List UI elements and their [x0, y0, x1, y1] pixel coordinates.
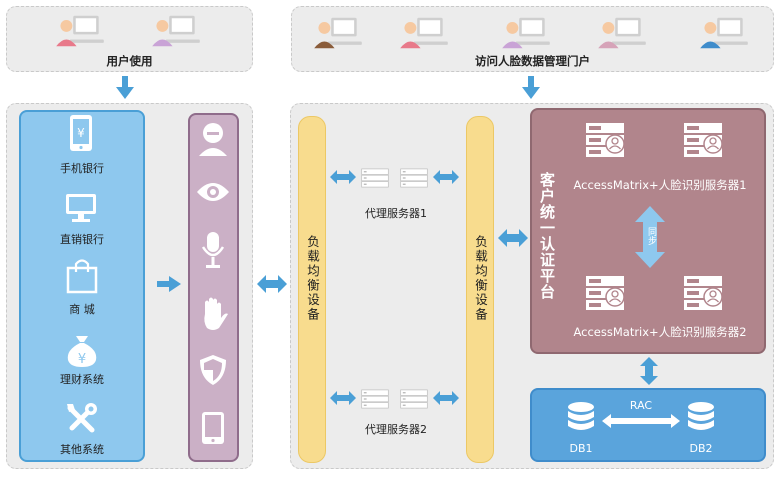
monitor-icon [66, 194, 96, 222]
proxy-server-label: 代理服务器2 [365, 423, 427, 436]
portal-access-label: 访问人脸数据管理门户 [475, 54, 590, 68]
load-balancer-left [298, 116, 326, 463]
database-icon [566, 401, 596, 433]
mobile-bank-icon: ¥ [70, 115, 92, 151]
bidirectional-arrow-icon [640, 357, 658, 385]
user-laptop-icon [698, 16, 750, 50]
face-icon [199, 123, 227, 156]
rac-label: RAC [629, 399, 653, 412]
db1-label: DB1 [569, 442, 593, 455]
rac-arrow-icon [602, 414, 680, 428]
bidirectional-arrow-icon [433, 170, 459, 184]
shield-icon [200, 355, 226, 385]
tablet-icon [202, 412, 224, 444]
user-laptop-icon [500, 16, 552, 50]
user-laptop-icon [596, 16, 648, 50]
face-server-icon [585, 122, 625, 158]
user-usage-label: 用户使用 [106, 54, 153, 68]
svg-text:¥: ¥ [78, 352, 86, 367]
biometric-box [188, 113, 239, 462]
money-bag-icon: ¥ [67, 336, 97, 367]
down-arrow-icon [522, 76, 540, 99]
user-laptop-icon [150, 14, 202, 48]
bidirectional-arrow-icon [330, 170, 356, 184]
sync-label: 同步 [646, 227, 656, 245]
user-usage-panel [6, 6, 253, 72]
palm-icon [204, 297, 228, 330]
face-server-icon [683, 275, 723, 311]
proxy-server-icon [400, 164, 428, 192]
channel-box [19, 110, 145, 462]
eye-icon [197, 183, 229, 201]
load-balancer-label: 负载均衡设备 [305, 235, 320, 322]
user-laptop-icon [312, 16, 364, 50]
face-server-label: AccessMatrix+人脸识别服务器2 [573, 325, 747, 339]
bidirectional-arrow-icon [433, 391, 459, 405]
channel-label: 直销银行 [60, 233, 104, 246]
load-balancer-right [466, 116, 494, 463]
tools-icon [67, 403, 97, 433]
right-arrow-icon [157, 276, 181, 292]
user-laptop-icon [54, 14, 106, 48]
microphone-icon [201, 232, 225, 268]
shopping-bag-icon [66, 259, 98, 294]
face-server-icon [683, 122, 723, 158]
auth-platform-label: 客户统一认证平台 [538, 172, 556, 300]
proxy-server-icon [400, 385, 428, 413]
svg-text:¥: ¥ [77, 126, 85, 140]
channel-label: 理财系统 [60, 373, 104, 386]
db2-label: DB2 [689, 442, 713, 455]
channel-label: 其他系统 [60, 443, 104, 456]
bidirectional-arrow-icon [330, 391, 356, 405]
bidirectional-arrow-icon [257, 275, 287, 293]
proxy-server-label: 代理服务器1 [365, 207, 427, 220]
down-arrow-icon [116, 76, 134, 99]
portal-access-panel [291, 6, 774, 72]
channel-label: 手机银行 [60, 162, 104, 175]
bidirectional-arrow-icon [498, 229, 528, 247]
face-server-icon [585, 275, 625, 311]
load-balancer-label: 负载均衡设备 [473, 235, 488, 322]
sync-arrow-icon [635, 206, 665, 268]
face-server-label: AccessMatrix+人脸识别服务器1 [573, 178, 747, 192]
database-icon [686, 401, 716, 433]
user-laptop-icon [398, 16, 450, 50]
proxy-server-icon [361, 385, 389, 413]
proxy-server-icon [361, 164, 389, 192]
channel-label: 商 城 [69, 303, 95, 316]
